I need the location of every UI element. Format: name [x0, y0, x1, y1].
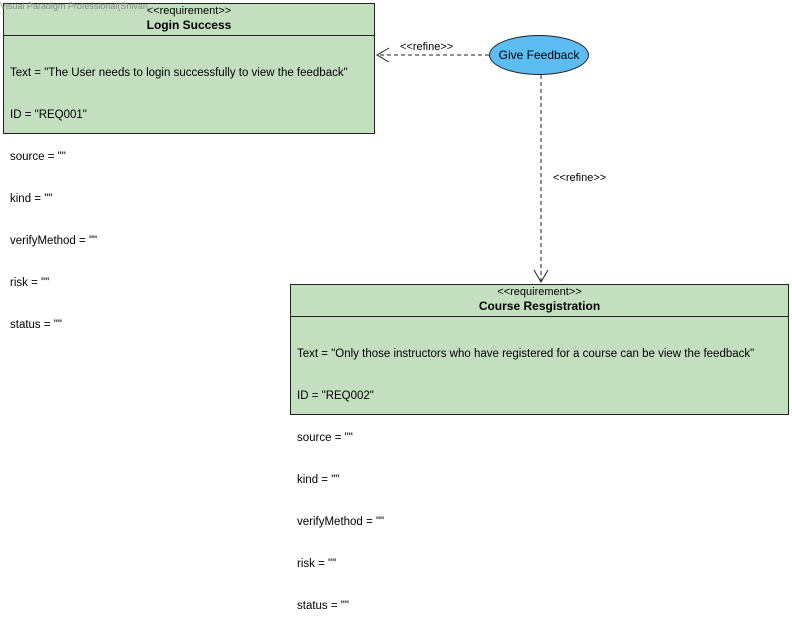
attr-id: ID = "REQ002" [297, 390, 374, 402]
attr-risk: risk = "" [10, 277, 50, 289]
attr-id: ID = "REQ001" [10, 109, 87, 121]
attr-text: Text = "The User needs to login successf… [10, 67, 348, 79]
requirement-stereotype: <<requirement>> [497, 286, 582, 298]
attr-status: status = "" [297, 600, 349, 612]
requirement-header: <<requirement>> Login Success [4, 4, 374, 36]
attr-source: source = "" [10, 151, 66, 163]
attr-kind: kind = "" [10, 193, 53, 205]
requirement-course-registration[interactable]: <<requirement>> Course Resgistration Tex… [290, 284, 789, 612]
refine-label-course: <<refine>> [553, 172, 607, 184]
usecase-give-feedback[interactable]: Give Feedback [489, 35, 589, 75]
requirement-attributes: Text = "Only those instructors who have … [291, 317, 788, 641]
attr-text: Text = "Only those instructors who have … [297, 348, 755, 360]
attr-kind: kind = "" [297, 474, 340, 486]
requirement-name: Course Resgistration [478, 299, 601, 313]
refine-connector-course[interactable] [533, 75, 549, 283]
refine-connector-login[interactable] [376, 47, 489, 63]
attr-verify-method: verifyMethod = "" [10, 235, 98, 247]
usecase-label: Give Feedback [498, 48, 580, 62]
connector-layer [376, 47, 549, 283]
requirement-stereotype: <<requirement>> [146, 5, 232, 17]
requirement-attributes: Text = "The User needs to login successf… [4, 36, 374, 360]
requirement-login-success[interactable]: <<requirement>> Login Success Text = "Th… [3, 3, 375, 331]
attr-source: source = "" [297, 432, 353, 444]
attr-verify-method: verifyMethod = "" [297, 516, 385, 528]
attr-status: status = "" [10, 319, 62, 331]
requirement-header: <<requirement>> Course Resgistration [291, 285, 788, 317]
refine-label-login: <<refine>> [400, 41, 454, 53]
attr-risk: risk = "" [297, 558, 337, 570]
requirement-name: Login Success [146, 18, 232, 32]
